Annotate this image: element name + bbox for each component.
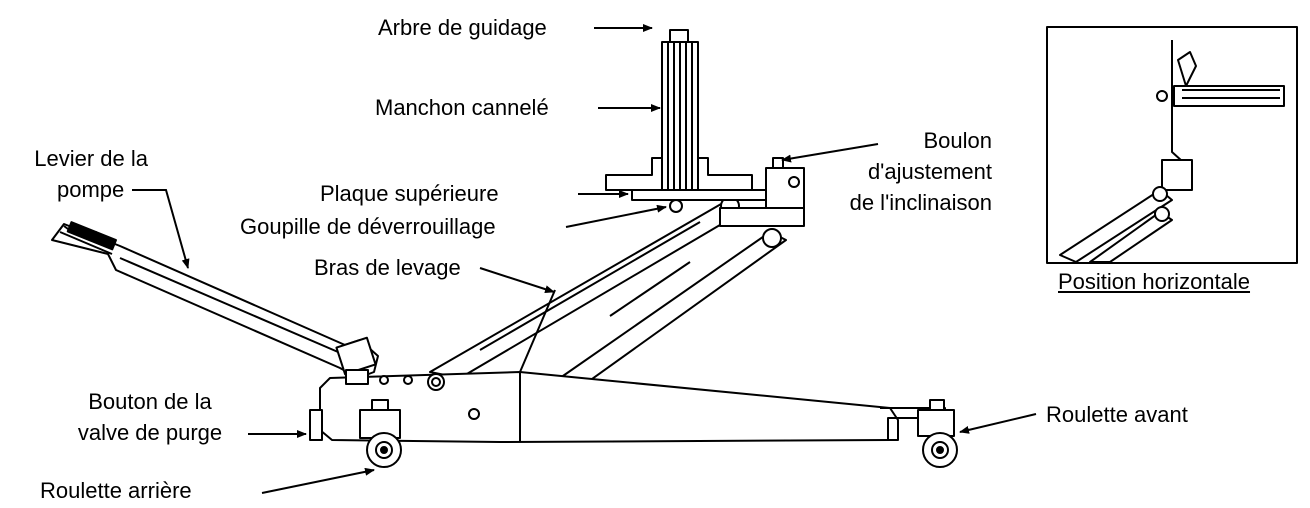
front-caster-label: Roulette avant bbox=[1046, 402, 1188, 427]
pump-lever bbox=[51, 221, 379, 379]
front-caster bbox=[917, 399, 958, 468]
release-pin-label: Goupille de déverrouillage bbox=[240, 214, 496, 239]
lift-arm bbox=[429, 196, 787, 385]
lift-arm-label: Bras de levage bbox=[314, 255, 461, 280]
purge-valve-label-line2: valve de purge bbox=[77, 420, 223, 445]
tilt-bolt-label-line1: Boulon bbox=[923, 128, 992, 153]
rear-caster bbox=[359, 399, 402, 468]
tilt-bolt-label-line2: d'ajustement bbox=[867, 159, 992, 184]
pump-lever-label-line1: Levier de la bbox=[34, 146, 148, 171]
tilt-bolt-label-line3: de l'inclinaison bbox=[849, 190, 992, 215]
jack-chassis bbox=[309, 369, 946, 443]
top-plate-label: Plaque supérieure bbox=[320, 181, 499, 206]
purge-valve-label-line1: Bouton de la bbox=[88, 389, 212, 414]
top-plate-assembly bbox=[605, 157, 805, 227]
splined-sleeve bbox=[661, 29, 699, 191]
horizontal-position-caption: Position horizontale bbox=[1058, 269, 1251, 294]
guide-shaft-label: Arbre de guidage bbox=[378, 15, 547, 40]
horizontal-position-inset bbox=[1046, 26, 1298, 264]
rear-caster-label: Roulette arrière bbox=[40, 478, 192, 503]
pump-lever-label-line2: pompe bbox=[57, 177, 125, 202]
splined-sleeve-label: Manchon cannelé bbox=[375, 95, 549, 120]
